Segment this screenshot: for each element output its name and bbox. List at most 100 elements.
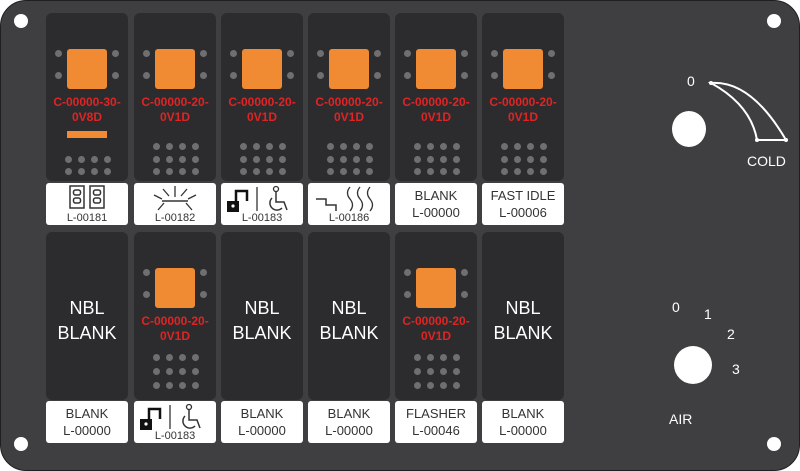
rocker-lamp[interactable]	[416, 268, 456, 308]
rocker-switch-4[interactable]: C-00000-20- 0V1D	[308, 13, 390, 181]
air-knob[interactable]	[674, 346, 712, 384]
part-number-line-2: 0V1D	[420, 329, 452, 343]
rocker-lamp[interactable]	[155, 268, 195, 308]
indicator-dot	[253, 168, 260, 175]
legend-label-11: FLASHER L-00046	[395, 401, 477, 443]
legend-label-8: L-00183	[134, 401, 216, 443]
label-code: L-00046	[412, 423, 460, 438]
indicator-dot	[501, 168, 508, 175]
rocker-switch-11[interactable]: C-00000-20- 0V1D	[395, 232, 477, 400]
indicator-dot	[179, 143, 186, 150]
indicator-dot	[453, 143, 460, 150]
label-code: L-00186	[328, 212, 370, 224]
indicator-dot	[440, 143, 447, 150]
rocker-switch-2[interactable]: C-00000-20- 0V1D	[134, 13, 216, 181]
label-code: L-00183	[241, 212, 283, 224]
indicator-dot	[112, 72, 119, 79]
legend-label-7: BLANK L-00000	[46, 401, 128, 443]
indicator-dot	[104, 168, 111, 175]
indicator-dot	[91, 156, 98, 163]
label-title: FAST IDLE	[490, 188, 556, 203]
legend-label-5: BLANK L-00000	[395, 183, 477, 225]
label-code: L-00183	[154, 430, 196, 442]
indicator-dot	[200, 50, 207, 57]
sun-light-icon	[153, 186, 197, 211]
indicator-dot	[374, 50, 381, 57]
indicator-dot	[143, 291, 150, 298]
label-code: L-00006	[499, 205, 547, 220]
part-number-line-2: 0V1D	[159, 110, 191, 124]
label-title: BLANK	[327, 406, 371, 421]
indicator-dot	[440, 168, 447, 175]
indicator-dot	[279, 168, 286, 175]
indicator-dot	[192, 143, 199, 150]
indicator-dot	[491, 72, 498, 79]
indicator-dot	[317, 50, 324, 57]
part-number-line-2: 0V1D	[333, 110, 365, 124]
indicator-dot	[514, 156, 521, 163]
lock-wheelchair-icon	[227, 185, 288, 212]
rocker-lamp[interactable]	[416, 49, 456, 89]
indicator-dot	[440, 354, 447, 361]
lock-wheelchair-icon	[140, 403, 201, 430]
indicator-dot	[548, 72, 555, 79]
temperature-knob[interactable]	[672, 111, 706, 147]
indicator-dot	[414, 168, 421, 175]
rocker-lamp[interactable]	[67, 49, 107, 89]
label-code: L-00000	[63, 423, 111, 438]
indicator-dot	[192, 156, 199, 163]
indicator-dot	[192, 382, 199, 389]
indicator-dot	[266, 156, 273, 163]
label-title: BLANK	[65, 406, 109, 421]
part-number-line-1: C-00000-20-	[315, 95, 383, 109]
rocker-lamp[interactable]	[242, 49, 282, 89]
step-heat-icon	[316, 186, 374, 212]
indicator-dot	[366, 168, 373, 175]
part-number-line-2: 0V1D	[246, 110, 278, 124]
indicator-dot	[153, 156, 160, 163]
indicator-dot	[143, 269, 150, 276]
temperature-scale-arc	[707, 81, 788, 142]
rocker-switch-1[interactable]: C-00000-30- 0V8D	[46, 13, 128, 181]
indicator-dot	[501, 156, 508, 163]
indicator-dot	[414, 143, 421, 150]
indicator-dot	[153, 382, 160, 389]
indicator-dot	[179, 168, 186, 175]
indicator-dot	[353, 143, 360, 150]
label-code: L-00000	[238, 423, 286, 438]
indicator-dot	[353, 168, 360, 175]
indicator-dot	[279, 143, 286, 150]
label-code: L-00000	[499, 423, 547, 438]
indicator-dot	[414, 368, 421, 375]
indicator-dot	[327, 156, 334, 163]
indicator-dot	[461, 269, 468, 276]
part-number-line-1: C-00000-20-	[141, 95, 209, 109]
part-number-line-1: C-00000-20-	[141, 314, 209, 328]
indicator-dot	[240, 168, 247, 175]
rocker-lamp[interactable]	[155, 49, 195, 89]
indicator-dot	[540, 143, 547, 150]
rocker-switch-8[interactable]: C-00000-20- 0V1D	[134, 232, 216, 400]
indicator-dot	[166, 368, 173, 375]
rocker-switch-3[interactable]: C-00000-20- 0V1D	[221, 13, 303, 181]
rocker-switch-6[interactable]: C-00000-20- 0V1D	[482, 13, 564, 181]
part-number-line-2: 0V1D	[507, 110, 539, 124]
part-number-line-1: C-00000-20-	[228, 95, 296, 109]
label-code: L-00000	[412, 205, 460, 220]
label-title: FLASHER	[406, 406, 466, 421]
indicator-dot	[179, 368, 186, 375]
legend-label-3: L-00183	[221, 183, 303, 225]
legend-label-12: BLANK L-00000	[482, 401, 564, 443]
rocker-switch-5[interactable]: C-00000-20- 0V1D	[395, 13, 477, 181]
part-number-line-1: C-00000-20-	[402, 314, 470, 328]
indicator-dot	[453, 354, 460, 361]
indicator-dot	[192, 168, 199, 175]
indicator-dot	[440, 156, 447, 163]
indicator-dot	[266, 143, 273, 150]
indicator-dot	[55, 50, 62, 57]
rocker-lamp[interactable]	[329, 49, 369, 89]
label-title: BLANK	[240, 406, 284, 421]
part-number-line-2: 0V1D	[420, 110, 452, 124]
rocker-lamp[interactable]	[503, 49, 543, 89]
